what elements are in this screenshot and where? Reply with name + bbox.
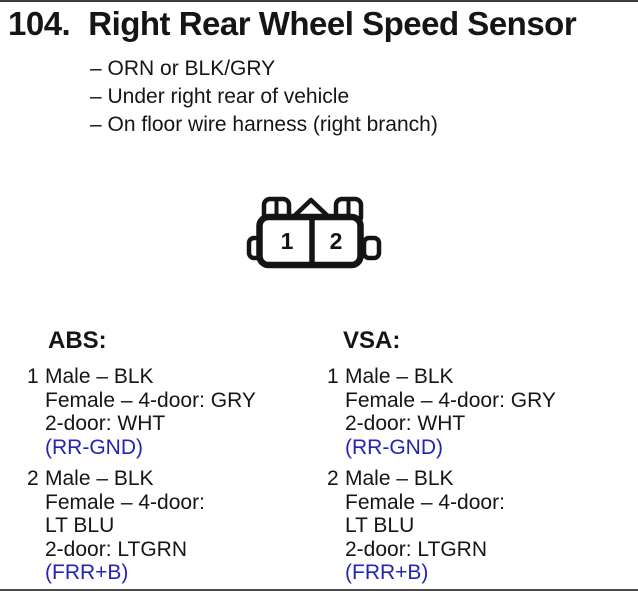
wire-line: 2-door: WHT bbox=[45, 412, 166, 435]
wire-line: Female – 4-door: bbox=[345, 490, 505, 514]
pin-details: Male – BLK Female – 4-door: GRY 2-door: … bbox=[45, 365, 322, 459]
wire-line: Male – BLK bbox=[345, 365, 454, 388]
pin-number: 2 bbox=[27, 467, 39, 490]
wire-line: LT BLU bbox=[345, 514, 415, 537]
wire-line: Female – 4-door: bbox=[45, 490, 205, 514]
abs-pin-2: 2 Male – BLK Female – 4-door: LT BLU 2-d… bbox=[27, 467, 322, 585]
page-top-edge bbox=[0, 0, 638, 2]
vsa-pin-2: 2 Male – BLK Female – 4-door: LT BLU 2-d… bbox=[327, 467, 622, 585]
wire-line: 2-door: LTGRN bbox=[45, 537, 187, 561]
wire-line: 2-door: WHT bbox=[345, 412, 466, 435]
abs-pin-1: 1 Male – BLK Female – 4-door: GRY 2-door… bbox=[27, 365, 322, 459]
abs-column: ABS: 1 Male – BLK Female – 4-door: GRY 2… bbox=[27, 327, 322, 585]
pin-2-label: 2 bbox=[330, 228, 343, 254]
signal-name: (FRR+B) bbox=[45, 561, 129, 584]
wire-line: Female – 4-door: GRY bbox=[345, 388, 556, 412]
pin-number: 2 bbox=[327, 467, 339, 490]
wire-line: Female – 4-door: GRY bbox=[45, 388, 256, 412]
item-number: 104. bbox=[8, 5, 71, 42]
wire-line: Male – BLK bbox=[345, 467, 454, 490]
abs-header: ABS: bbox=[48, 327, 107, 354]
pin-number: 1 bbox=[27, 365, 39, 388]
note-line: – On floor wire harness (right branch) bbox=[90, 113, 438, 136]
pin-details: Male – BLK Female – 4-door: LT BLU 2-doo… bbox=[345, 467, 622, 585]
signal-name: (RR-GND) bbox=[45, 435, 143, 459]
pin-1-label: 1 bbox=[281, 228, 294, 254]
wire-line: Male – BLK bbox=[45, 467, 154, 490]
signal-name: (RR-GND) bbox=[345, 435, 443, 459]
signal-name: (FRR+B) bbox=[345, 561, 429, 584]
notes-list: – ORN or BLK/GRY – Under right rear of v… bbox=[90, 55, 438, 139]
note-line: – ORN or BLK/GRY bbox=[90, 57, 276, 80]
note-line: – Under right rear of vehicle bbox=[90, 85, 350, 108]
page-title: 104. Right Rear Wheel Speed Sensor bbox=[8, 5, 577, 43]
wire-line: Male – BLK bbox=[45, 365, 154, 388]
item-title: Right Rear Wheel Speed Sensor bbox=[88, 5, 577, 42]
vsa-column: VSA: 1 Male – BLK Female – 4-door: GRY 2… bbox=[327, 327, 622, 585]
page-bottom-edge bbox=[0, 589, 638, 591]
wire-line: 2-door: LTGRN bbox=[345, 537, 487, 561]
right-side-tab bbox=[361, 235, 382, 261]
wire-line: LT BLU bbox=[45, 514, 115, 537]
vsa-header: VSA: bbox=[343, 327, 401, 354]
pin-details: Male – BLK Female – 4-door: LT BLU 2-doo… bbox=[45, 467, 322, 585]
connector-diagram: 1 2 bbox=[246, 196, 382, 269]
vsa-pin-1: 1 Male – BLK Female – 4-door: GRY 2-door… bbox=[327, 365, 622, 459]
pin-details: Male – BLK Female – 4-door: GRY 2-door: … bbox=[345, 365, 622, 459]
pin-number: 1 bbox=[327, 365, 339, 388]
